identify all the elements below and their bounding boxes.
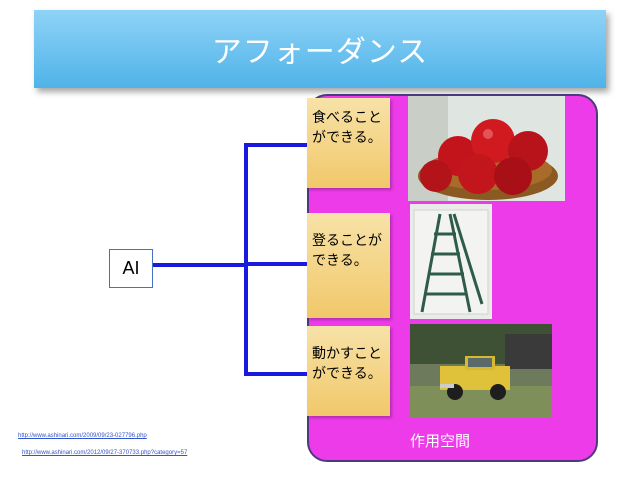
- card-move-text: 動かすことができる。: [312, 346, 382, 382]
- card-climb: 登ることができる。: [307, 213, 390, 318]
- card-eat-text: 食べることができる。: [312, 110, 382, 146]
- credit-link-1[interactable]: http://www.ashinari.com/2009/09/23-02779…: [18, 433, 147, 439]
- card-move: 動かすことができる。: [307, 326, 390, 416]
- action-space-label: 作用空間: [410, 432, 471, 450]
- card-eat: 食べることができる。: [307, 98, 390, 188]
- title-banner: アフォーダンス: [34, 10, 606, 88]
- apple-photo: [408, 96, 565, 201]
- credit-link-2[interactable]: http://www.ashinari.com/2012/09/27-37073…: [22, 450, 188, 456]
- ai-node: AI: [109, 249, 153, 288]
- ai-label: AI: [122, 258, 140, 278]
- apple-icon: [408, 96, 565, 201]
- page-title: アフォーダンス: [211, 35, 429, 70]
- ladder-icon: [410, 204, 492, 319]
- card-climb-text: 登ることができる。: [312, 233, 382, 269]
- truck-photo: [410, 324, 552, 417]
- pickup-truck-icon: [410, 324, 552, 417]
- ladder-photo: [410, 204, 492, 319]
